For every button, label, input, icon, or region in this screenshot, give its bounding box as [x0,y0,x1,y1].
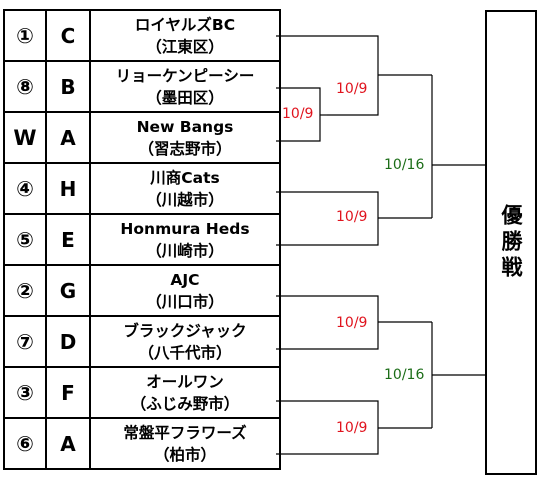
team-name: 常盤平フラワーズ [123,423,247,442]
team-row: ⑤ E Honmura Heds （川崎市） [3,213,281,266]
seed-cell: ⑤ [3,213,47,266]
team-city: （ふじみ野市） [130,394,240,413]
block-cell: E [45,213,91,266]
seed-cell: ③ [3,366,47,419]
team-name: New Bangs [136,117,234,136]
team-city: （八千代市） [138,343,232,362]
final-box: 優勝戦 [485,10,537,475]
team-name-cell: 常盤平フラワーズ （柏市） [89,417,281,470]
team-city: （川越市） [146,190,224,209]
team-name: ブラックジャック [123,321,247,340]
team-name-cell: リョーケンピーシー （墨田区） [89,60,281,113]
block-cell: C [45,9,91,62]
block-cell: D [45,315,91,368]
team-row: ④ H 川商Cats （川越市） [3,162,281,215]
block-cell: H [45,162,91,215]
block-cell: A [45,417,91,470]
block-cell: B [45,60,91,113]
team-name: リョーケンピーシー [115,66,255,85]
team-city: （墨田区） [146,88,224,107]
seed-cell: ⑧ [3,60,47,113]
team-city: （柏市） [153,445,216,464]
bracket-line [276,35,379,116]
team-row: ⑥ A 常盤平フラワーズ （柏市） [3,417,281,470]
match-date: 10/16 [384,157,425,173]
block-cell: A [45,111,91,164]
team-name: ロイヤルズBC [134,15,236,34]
team-city: （川口市） [146,292,224,311]
match-date: 10/16 [384,367,425,383]
team-city: （川崎市） [146,241,224,260]
seed-cell: W [3,111,47,164]
team-row: ② G AJC （川口市） [3,264,281,317]
match-date: 10/9 [336,420,368,436]
team-row: ③ F オールワン （ふじみ野市） [3,366,281,419]
team-name-cell: ブラックジャック （八千代市） [89,315,281,368]
seed-cell: ⑦ [3,315,47,368]
team-row: ⑧ B リョーケンピーシー （墨田区） [3,60,281,113]
team-row: W A New Bangs （習志野市） [3,111,281,164]
team-city: （江東区） [146,37,224,56]
block-cell: G [45,264,91,317]
team-name: オールワン [146,372,224,391]
team-name-cell: 川商Cats （川越市） [89,162,281,215]
team-name: AJC [170,270,200,289]
team-table: ① C ロイヤルズBC （江東区） ⑧ B リョーケンピーシー （墨田区） W … [3,9,281,470]
match-date: 10/9 [336,81,368,97]
seed-cell: ② [3,264,47,317]
final-label: 優勝戦 [499,203,523,282]
seed-cell: ⑥ [3,417,47,470]
match-date: 10/9 [282,106,314,122]
team-name: 川商Cats [150,168,220,187]
team-name-cell: New Bangs （習志野市） [89,111,281,164]
team-name-cell: AJC （川口市） [89,264,281,317]
team-name-cell: Honmura Heds （川崎市） [89,213,281,266]
team-name: Honmura Heds [120,219,250,238]
seed-cell: ① [3,9,47,62]
team-name-cell: オールワン （ふじみ野市） [89,366,281,419]
team-city: （習志野市） [138,139,232,158]
seed-cell: ④ [3,162,47,215]
match-date: 10/9 [336,209,368,225]
block-cell: F [45,366,91,419]
match-date: 10/9 [336,315,368,331]
team-row: ⑦ D ブラックジャック （八千代市） [3,315,281,368]
